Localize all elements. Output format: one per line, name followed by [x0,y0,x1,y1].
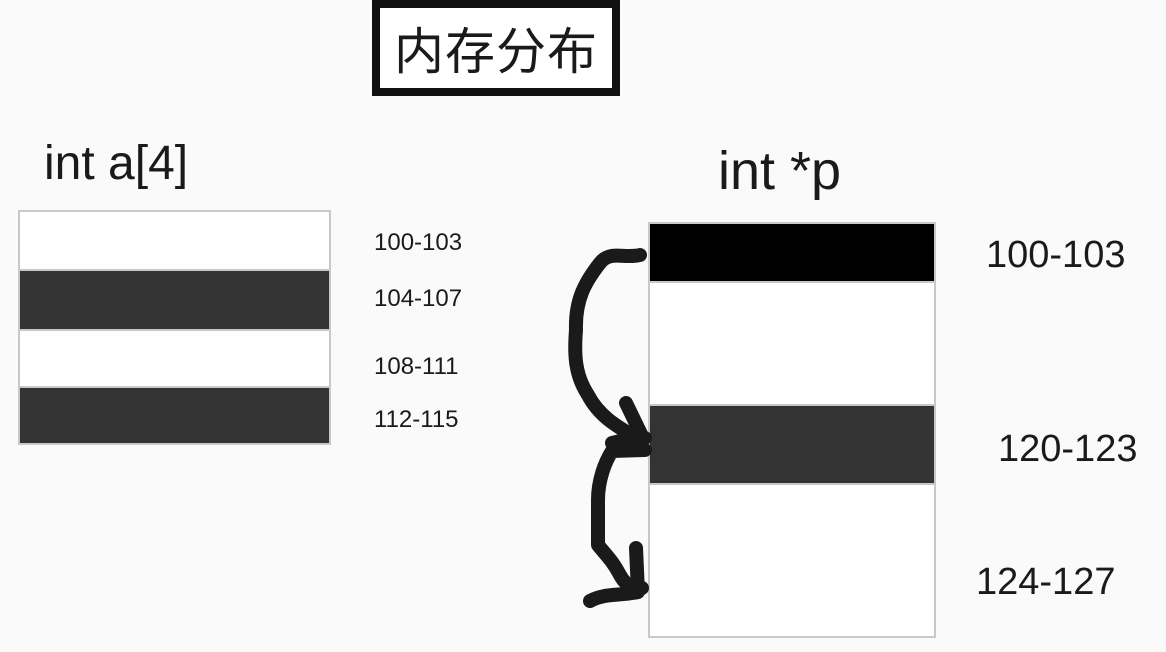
array-cell-1 [20,271,329,329]
array-address-1: 104-107 [374,285,463,312]
pointer-address-0: 100-103 [986,234,1126,276]
array-address-3: 112-115 [374,406,459,433]
array-memory-block [18,210,331,445]
pointer-cell-3 [650,483,934,636]
array-cell-0 [20,212,329,271]
pointer-memory-block [648,222,936,638]
pointer-label: int *p [718,141,842,201]
arrow-icon [568,248,652,447]
pointer-cell-0 [650,224,934,281]
pointer-cell-1 [650,281,934,406]
pointer-address-2: 120-123 [998,428,1138,470]
pointer-address-3: 124-127 [976,561,1116,603]
arrowhead-icon [583,541,645,608]
array-address-2: 108-111 [374,353,459,380]
array-cell-2 [20,329,329,388]
diagram-title: 内存分布 [372,0,620,96]
array-label: int a[4] [44,137,189,190]
arrowhead-icon [605,396,649,450]
pointer-cell-2 [650,406,934,483]
array-cell-3 [20,388,329,443]
array-address-0: 100-103 [374,229,463,256]
